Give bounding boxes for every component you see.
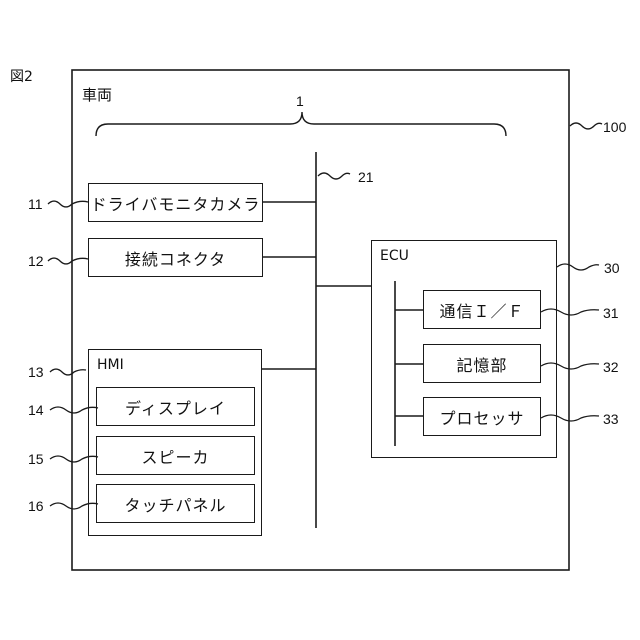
ref-memory: 32 — [603, 360, 619, 374]
display-label: ディスプレイ — [125, 395, 226, 419]
ref-vehicle: 100 — [603, 120, 626, 134]
ref-group: 1 — [296, 94, 304, 108]
driver-monitor-camera-label: ドライバモニタカメラ — [91, 191, 261, 215]
connection-connector-box: 接続コネクタ — [88, 238, 263, 277]
processor-box: プロセッサ — [423, 397, 541, 436]
leader-100 — [570, 123, 602, 129]
speaker-label: スピーカ — [141, 444, 209, 468]
ref-display: 14 — [28, 403, 44, 417]
speaker-box: スピーカ — [96, 436, 255, 475]
touch-panel-box: タッチパネル — [96, 484, 255, 523]
driver-monitor-camera-box: ドライバモニタカメラ — [88, 183, 263, 222]
vehicle-label: 車両 — [82, 88, 112, 103]
leader-30 — [557, 264, 599, 270]
figure-label: 図2 — [10, 70, 33, 84]
leader-21 — [318, 173, 350, 179]
leader-13 — [50, 369, 86, 375]
ref-bus: 21 — [358, 170, 374, 184]
ref-camera: 11 — [28, 197, 43, 211]
ref-ecu: 30 — [604, 261, 620, 275]
leader-12 — [48, 258, 88, 264]
memory-box: 記憶部 — [423, 344, 541, 383]
ref-touch-panel: 16 — [28, 499, 44, 513]
comm-if-box: 通信Ｉ／Ｆ — [423, 290, 541, 329]
ecu-label: ECU — [380, 249, 409, 263]
memory-label: 記憶部 — [456, 352, 507, 376]
touch-panel-label: タッチパネル — [124, 492, 226, 516]
hmi-label: HMI — [97, 358, 124, 372]
group-brace — [96, 112, 506, 136]
ref-processor: 33 — [603, 412, 619, 426]
display-box: ディスプレイ — [96, 387, 255, 426]
ref-comm-if: 31 — [603, 306, 619, 320]
connection-connector-label: 接続コネクタ — [125, 246, 226, 270]
processor-label: プロセッサ — [439, 405, 524, 429]
leader-11 — [48, 201, 88, 207]
ref-hmi: 13 — [28, 365, 44, 379]
ref-connector: 12 — [28, 254, 44, 268]
comm-if-label: 通信Ｉ／Ｆ — [439, 298, 524, 322]
ref-speaker: 15 — [28, 452, 44, 466]
